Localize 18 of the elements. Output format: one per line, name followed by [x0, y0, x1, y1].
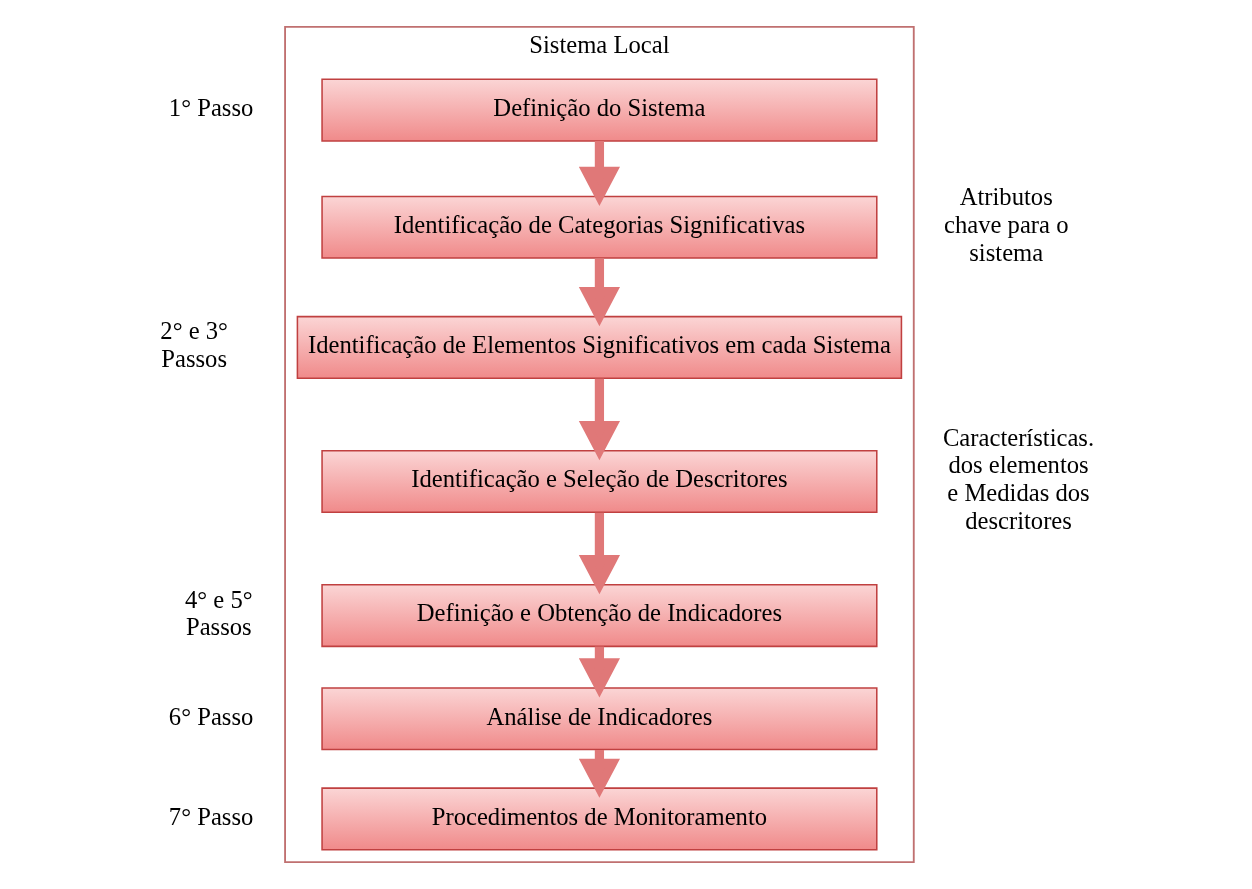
node-box: Identificação de Categorias Significativas [321, 195, 878, 259]
node-box: Definição e Obtenção de Indicadores [321, 583, 878, 648]
label: 2° e 3° Passos [160, 317, 228, 373]
node-box: Procedimentos de Monitoramento [321, 787, 878, 851]
label: 6° Passo [168, 702, 254, 730]
node-box: Identificação e Seleção de Descritores [321, 449, 878, 514]
node-box: Análise de Indicadores [321, 687, 878, 751]
label: Características. dos elementos e Medidas dos descritores [942, 423, 1095, 534]
arrow [578, 512, 620, 595]
label: 4° e 5° Passos [185, 585, 253, 641]
node-box: Identificação de Elementos Significativos em cada Sistema [296, 315, 903, 379]
arrow [578, 141, 620, 206]
node-box: Definição do Sistema [321, 78, 878, 142]
label: Atributos chave para o sistema [943, 183, 1069, 266]
arrow [578, 378, 620, 461]
arrow [578, 258, 620, 327]
label: 1° Passo [168, 93, 254, 121]
label: 7° Passo [168, 802, 254, 830]
